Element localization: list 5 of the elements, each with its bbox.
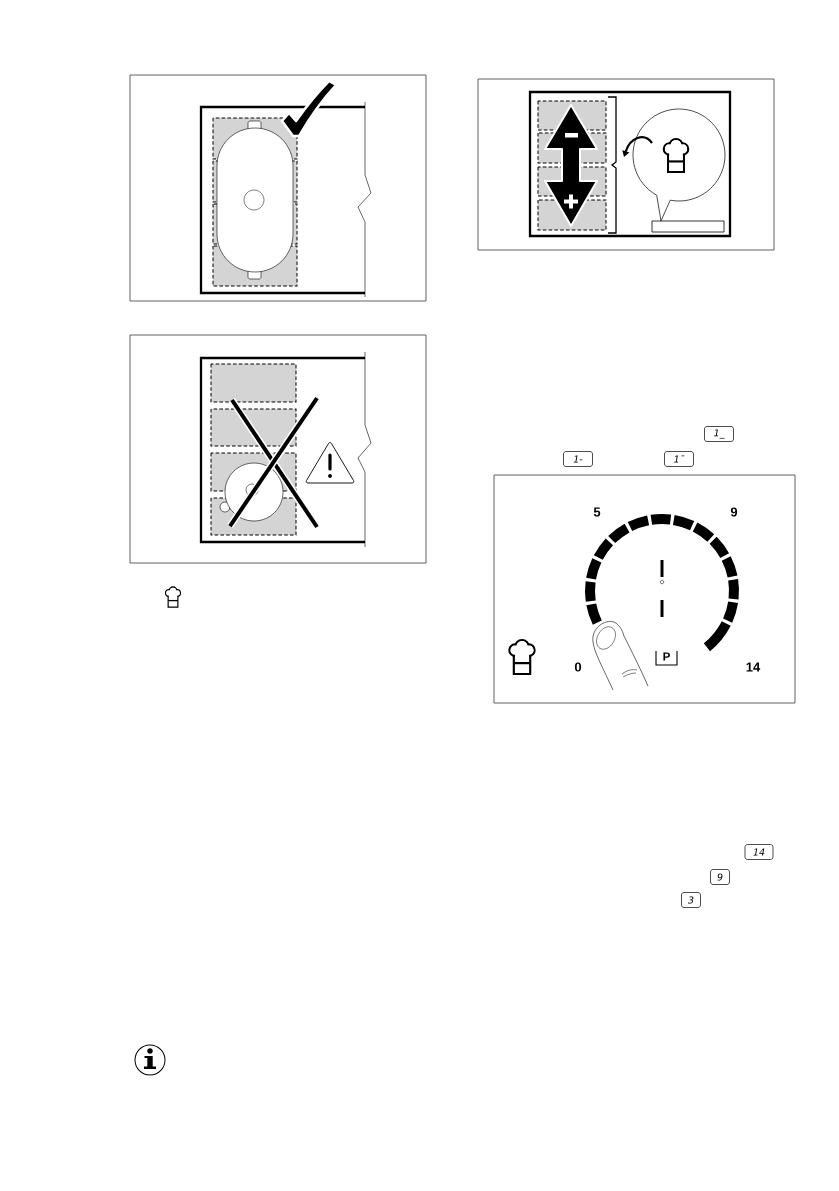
dial-number: 5 — [593, 507, 601, 517]
dial-number: 9 — [730, 507, 738, 517]
dial-letter: P — [663, 652, 670, 661]
dial-number: 14 — [746, 662, 761, 672]
dial-number: 0 — [574, 662, 582, 672]
